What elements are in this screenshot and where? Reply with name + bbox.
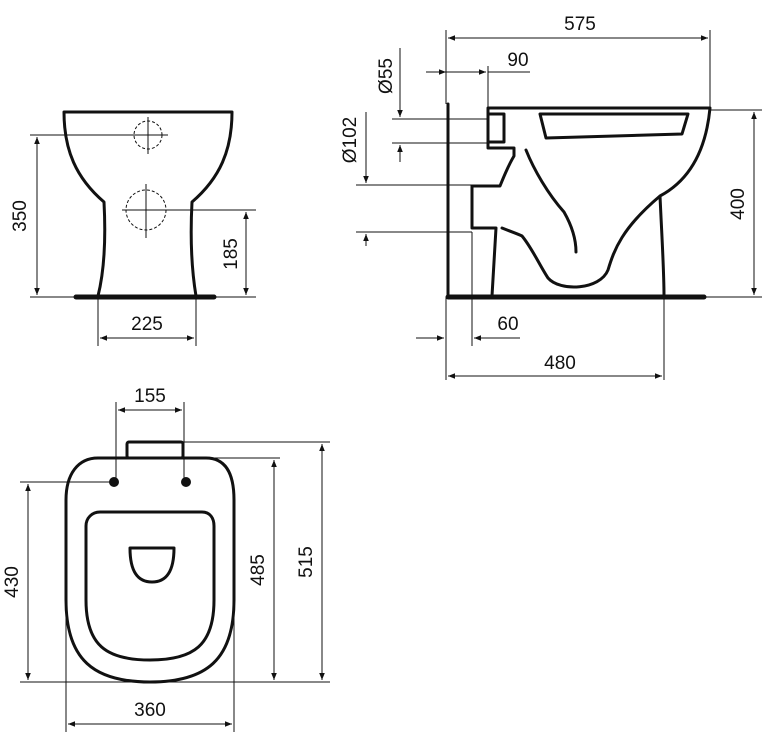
dim-text-top-bowl-length: 430 xyxy=(2,566,23,598)
side-inlet-tube xyxy=(486,112,506,144)
dim-text-side-wall-gap: 60 xyxy=(497,314,518,335)
dim-text-side-inlet-dia: Ø55 xyxy=(376,58,397,94)
front-view: 350 185 225 xyxy=(10,110,256,346)
front-bowl-outline xyxy=(62,110,234,298)
dim-side-wall-gap: 60 xyxy=(416,232,520,380)
dim-front-outlet-height: 185 xyxy=(168,209,256,298)
dim-text-front-base-width: 225 xyxy=(131,314,163,335)
dim-side-outlet-dia: Ø102 xyxy=(340,112,472,246)
dim-front-height: 350 xyxy=(10,134,168,298)
side-view: 575 90 Ø55 Ø102 xyxy=(340,14,762,380)
dim-top-hinge-spacing: 155 xyxy=(115,386,185,480)
dim-text-front-outlet-height: 185 xyxy=(221,238,242,270)
dim-text-front-height: 350 xyxy=(10,200,31,232)
dim-text-top-overall-length: 515 xyxy=(296,546,317,578)
side-bowl-outline xyxy=(470,106,712,298)
top-hinge-hole-left xyxy=(109,477,119,487)
dim-text-top-width: 360 xyxy=(134,700,166,721)
front-outlet-circle xyxy=(122,184,170,238)
dim-text-side-base-length: 480 xyxy=(544,353,576,374)
dim-side-length: 575 xyxy=(445,14,711,108)
top-drain-shape xyxy=(128,546,176,584)
dim-text-side-height: 400 xyxy=(728,188,749,220)
dim-side-base-length: 480 xyxy=(448,297,665,380)
top-hinge-block xyxy=(125,440,185,460)
dim-side-inlet-dia: Ø55 xyxy=(376,48,488,162)
dim-text-side-outlet-dia: Ø102 xyxy=(340,117,361,163)
dim-top-bowl-length: 430 xyxy=(2,481,150,683)
dim-front-base-width: 225 xyxy=(97,297,197,346)
dim-text-top-seat-length: 485 xyxy=(248,554,269,586)
dim-text-side-inlet-offset: 90 xyxy=(507,50,528,71)
dim-side-height: 400 xyxy=(704,109,762,298)
dim-text-top-hinge-spacing: 155 xyxy=(134,386,166,407)
top-seat-outline xyxy=(64,456,236,684)
top-bowl-opening xyxy=(84,510,216,662)
dim-top-width: 360 xyxy=(65,600,235,732)
dim-text-side-length: 575 xyxy=(564,14,596,35)
top-hinge-hole-right xyxy=(181,477,191,487)
top-view: 155 430 485 515 360 xyxy=(2,386,330,732)
dim-top-seat-length: 485 xyxy=(150,457,330,683)
dim-side-inlet-offset: 90 xyxy=(426,50,530,108)
dim-top-overall-length: 515 xyxy=(183,441,330,680)
